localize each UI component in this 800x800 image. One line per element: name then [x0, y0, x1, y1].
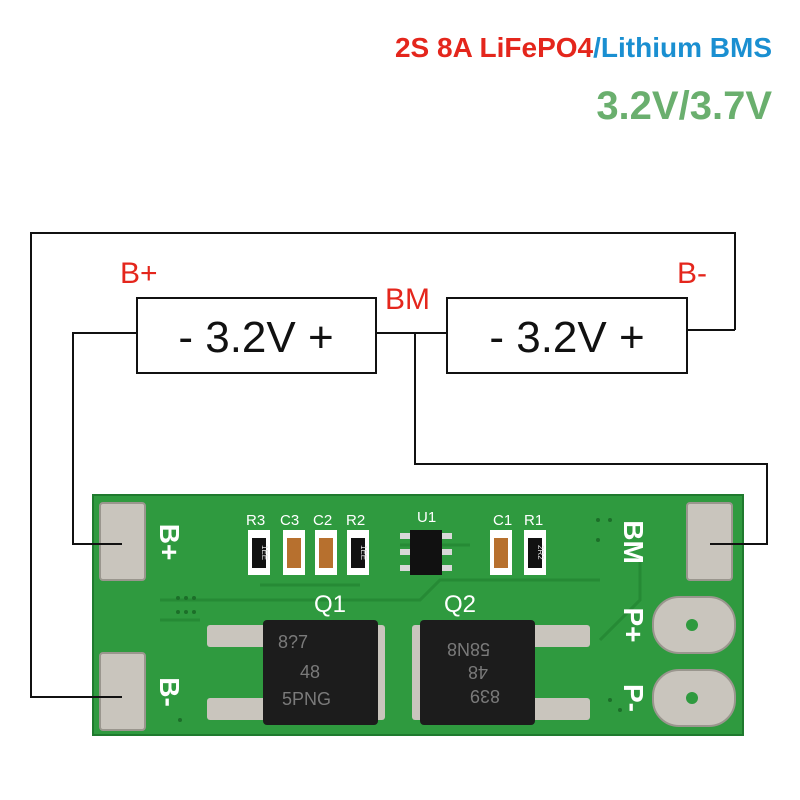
wire-bm	[414, 333, 768, 545]
silk-c3: C3	[280, 512, 299, 529]
label-bm: BM	[385, 283, 430, 316]
silk-q1: Q1	[314, 591, 346, 618]
label-b-minus: B-	[677, 257, 707, 290]
cell-2-label: - 3.2V +	[489, 313, 644, 362]
pad-bm	[686, 502, 733, 581]
silk-r3: R3	[246, 512, 265, 529]
title-separator: /	[593, 32, 601, 63]
silk-u1: U1	[417, 509, 436, 526]
product-title: 2S 8A LiFePO4/Lithium BMS	[395, 32, 772, 64]
pcb-traces	[160, 543, 642, 642]
mark-r2: 1EE	[359, 545, 368, 560]
silk-b-minus: B-	[154, 677, 185, 707]
silk-c1: C1	[493, 512, 512, 529]
pcb-vias	[176, 518, 622, 722]
voltage-subtitle: 3.2V/3.7V	[596, 84, 772, 128]
silk-p-plus: P+	[618, 607, 649, 642]
cell-1-label: - 3.2V +	[178, 313, 333, 362]
battery-cell-1	[136, 297, 377, 374]
silk-c2: C2	[313, 512, 332, 529]
label-b-plus: B+	[120, 257, 158, 290]
mosfet-q1	[207, 620, 385, 725]
q2-mark-line1: 58N8	[447, 639, 490, 659]
hole-p-plus	[686, 619, 698, 631]
silk-r1: R1	[524, 512, 543, 529]
wire-b-plus	[72, 332, 137, 545]
battery-cell-2	[446, 297, 688, 374]
smd-components	[248, 530, 546, 575]
silk-p-minus: P-	[618, 684, 649, 712]
wire-b-minus	[30, 232, 736, 698]
mosfet-q2	[412, 620, 590, 725]
title-chemistry: 2S 8A LiFePO4	[394, 32, 594, 63]
q2-mark-line2: 48	[468, 662, 488, 682]
q1-mark-line2: 48	[300, 662, 320, 682]
pad-b-plus	[99, 502, 146, 581]
mark-r3: 1EE	[260, 545, 269, 560]
silk-q2: Q2	[444, 591, 476, 618]
hole-p-minus	[686, 692, 698, 704]
pad-b-minus	[99, 652, 146, 731]
title-type: Lithium BMS	[600, 32, 772, 63]
wires	[30, 232, 768, 698]
q1-mark-line1: 8?7	[278, 632, 308, 652]
q2-mark-line3: 839	[470, 686, 500, 706]
silk-r2: R2	[346, 512, 365, 529]
mark-r1: 2R2	[536, 545, 545, 560]
silk-bm: BM	[618, 520, 649, 564]
q1-mark-line3: 5PNG	[282, 689, 331, 709]
silk-b-plus: B+	[154, 524, 185, 561]
